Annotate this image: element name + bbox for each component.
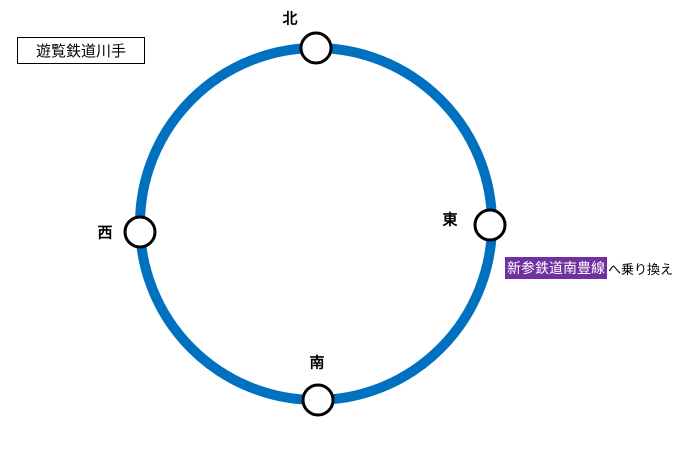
transfer-suffix: へ乗り換え [608, 262, 674, 278]
station-east-label: 東 [442, 210, 458, 229]
station-north-label: 北 [282, 9, 298, 28]
station-south-label: 南 [309, 353, 325, 372]
line-title: 遊覧鉄道川手 [17, 37, 145, 64]
station-west-label: 西 [97, 223, 113, 242]
loop-line [135, 43, 497, 405]
station-south-marker[interactable] [301, 383, 335, 417]
transfer-line-name: 新参鉄道南豊線 [505, 257, 607, 279]
station-north-marker[interactable] [299, 31, 333, 65]
station-west-marker[interactable] [123, 215, 157, 249]
transfer-note: 新参鉄道南豊線 へ乗り換え [505, 257, 673, 279]
station-east-marker[interactable] [473, 208, 507, 242]
